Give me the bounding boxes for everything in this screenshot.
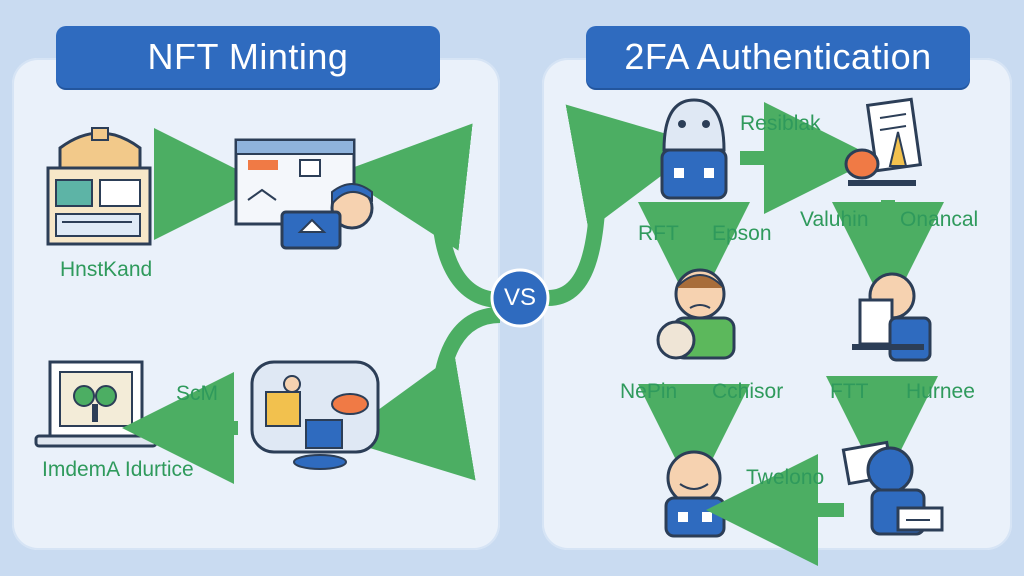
label-valuhin: Valuhin — [800, 208, 869, 231]
nft-minting-title: NFT Minting — [56, 26, 440, 88]
curve-down-left — [338, 307, 501, 481]
vs-circle — [490, 268, 550, 328]
person-with-box-icon — [280, 183, 374, 250]
label-resiblak: Resiblak — [740, 112, 821, 135]
person-with-card-icon — [841, 440, 944, 536]
curve-up-left — [338, 123, 501, 308]
storefront-icon — [46, 127, 152, 246]
label-imdema-idurtice: ImdemA Idurtice — [42, 458, 194, 481]
bald-head-icon — [664, 450, 726, 538]
curve-up-right — [547, 104, 703, 306]
label-scm: ScM — [176, 382, 218, 405]
laptop-icon — [34, 360, 158, 448]
worried-person-icon — [656, 268, 736, 360]
vs-label: VS — [503, 284, 536, 311]
label-cchisor: Cchisor — [712, 380, 784, 403]
scanning-person-icon — [852, 272, 932, 362]
label-rft: RFT — [638, 222, 679, 245]
2fa-authentication-title: 2FA Authentication — [586, 26, 970, 88]
label-hurnee: Hurnee — [906, 380, 975, 403]
label-epson: Epson — [712, 222, 772, 245]
label-hnstkand: HnstKand — [60, 258, 153, 281]
vault-scene-icon — [250, 360, 380, 470]
label-ftt: FTT — [830, 380, 869, 403]
label-twelono: Twelono — [746, 466, 825, 489]
document-lamp-icon — [844, 97, 923, 186]
label-onancal: Onancal — [900, 208, 979, 231]
robot-head-icon — [660, 98, 728, 200]
label-nepin: NePin — [620, 380, 678, 403]
